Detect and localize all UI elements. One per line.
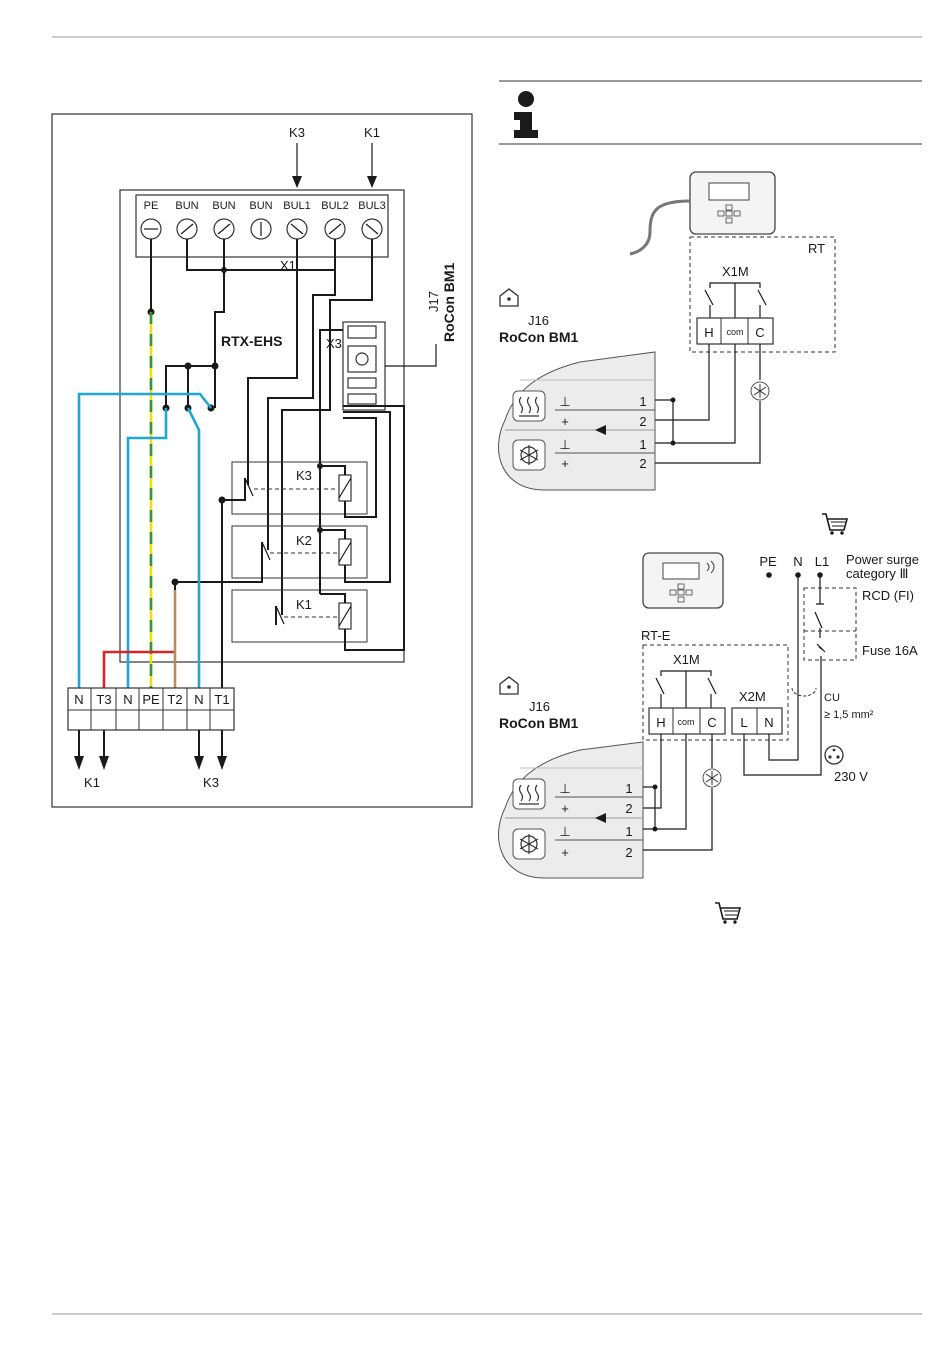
surge-label: Power surge: [846, 552, 919, 567]
terminal-label: N: [74, 692, 83, 707]
terminal-label: T2: [167, 692, 182, 707]
terminal-label: L: [740, 715, 747, 730]
terminal-label: BUL2: [321, 200, 349, 212]
terminal-label: com: [726, 327, 743, 337]
row-number: 1: [639, 437, 646, 452]
supply-label-pe: PE: [759, 554, 777, 569]
terminal-label: T3: [96, 692, 111, 707]
relay-label-k1: K1: [296, 597, 312, 612]
house-icon: [500, 289, 518, 306]
row-number: 1: [639, 394, 646, 409]
arrow-label-k3: K3: [289, 125, 305, 140]
j16-label: J16: [528, 313, 549, 328]
x1m-label: X1M: [722, 264, 749, 279]
terminal-label: H: [704, 325, 713, 340]
left-wiring-diagram: PE BUN BUN BUN BUL1 BUL2 BUL3 K3 K1 X1 R…: [52, 114, 472, 807]
terminal-label: PE: [144, 200, 159, 212]
relay-label-k3: K3: [296, 468, 312, 483]
rcd-fuse-box: [804, 588, 856, 660]
row-number: 2: [625, 845, 632, 860]
module-outline: [120, 190, 404, 662]
arrow-down-icon: [367, 176, 377, 188]
x3-label: X3: [326, 336, 342, 351]
row-symbol: +: [561, 845, 569, 860]
cu-label: CU: [824, 692, 840, 704]
supply-label-l1: L1: [815, 554, 829, 569]
house-icon: [500, 677, 518, 694]
row-symbol: ⊥: [559, 824, 570, 839]
terminal-label: N: [764, 715, 773, 730]
terminal-label: BUL1: [283, 200, 311, 212]
row-symbol: +: [561, 801, 569, 816]
neutral-wire: [128, 408, 166, 690]
row-symbol: ⊥: [559, 394, 570, 409]
terminal-label: BUN: [212, 200, 235, 212]
terminal-label: BUL3: [358, 200, 386, 212]
socket-icon: [825, 746, 843, 764]
board-label: RoCon BM1: [499, 329, 579, 345]
row-number: 2: [639, 414, 646, 429]
terminal-label: C: [707, 715, 716, 730]
terminal-label: BUN: [175, 200, 198, 212]
rte-wiring-diagram: RT-E X1M H com C X2M L N PE N L1 Power s…: [498, 552, 918, 924]
arrow-down-icon: [74, 756, 84, 770]
info-icon: [514, 91, 538, 138]
terminal-label: N: [123, 692, 132, 707]
neutral-wire: [188, 408, 199, 690]
thermostat-icon: [643, 553, 723, 608]
arrow-down-icon: [194, 756, 204, 770]
j17-label: J17: [426, 291, 441, 312]
connector-label-x1: X1: [280, 258, 296, 273]
module-label: RTX-EHS: [221, 333, 282, 349]
row-symbol: ⊥: [559, 781, 570, 796]
arrow-label-k1: K1: [364, 125, 380, 140]
arrow-down-icon: [99, 756, 109, 770]
supply-label-n: N: [793, 554, 802, 569]
rt-wiring-diagram: RT X1M H com C J16 RoCon BM1 ⊥ +: [498, 172, 847, 535]
rte-label: RT-E: [641, 628, 671, 643]
arrow-label-k3: K3: [203, 775, 219, 790]
terminal-label: C: [755, 325, 764, 340]
fuse-label: Fuse 16A: [862, 643, 918, 658]
j17-board-label: RoCon BM1: [441, 262, 457, 342]
terminal-label: BUN: [249, 200, 272, 212]
rcd-label: RCD (FI): [862, 588, 914, 603]
arrow-label-k1: K1: [84, 775, 100, 790]
terminal-label: T1: [214, 692, 229, 707]
x1m-label: X1M: [673, 652, 700, 667]
row-number: 2: [625, 801, 632, 816]
row-symbol: +: [561, 456, 569, 471]
x2m-label: X2M: [739, 689, 766, 704]
row-number: 1: [625, 824, 632, 839]
terminal-label: N: [194, 692, 203, 707]
row-number: 2: [639, 456, 646, 471]
info-bar: [499, 81, 922, 144]
voltage-label: 230 V: [834, 769, 868, 784]
relay-label-k2: K2: [296, 533, 312, 548]
terminal-label: H: [656, 715, 665, 730]
rt-label: RT: [808, 241, 825, 256]
cu-size: ≥ 1,5 mm²: [824, 709, 874, 721]
row-symbol: ⊥: [559, 437, 570, 452]
row-number: 1: [625, 781, 632, 796]
cart-icon: [715, 903, 740, 924]
surge-category: category Ⅲ: [846, 566, 908, 581]
row-symbol: +: [561, 414, 569, 429]
terminal-label: com: [677, 717, 694, 727]
thermostat-icon: [690, 172, 775, 234]
j16-label: J16: [529, 699, 550, 714]
terminal-label: PE: [142, 692, 160, 707]
arrow-down-icon: [292, 176, 302, 188]
board-label: RoCon BM1: [499, 715, 579, 731]
arrow-down-icon: [217, 756, 227, 770]
t3-wire: [104, 652, 175, 690]
cart-icon: [822, 514, 847, 535]
